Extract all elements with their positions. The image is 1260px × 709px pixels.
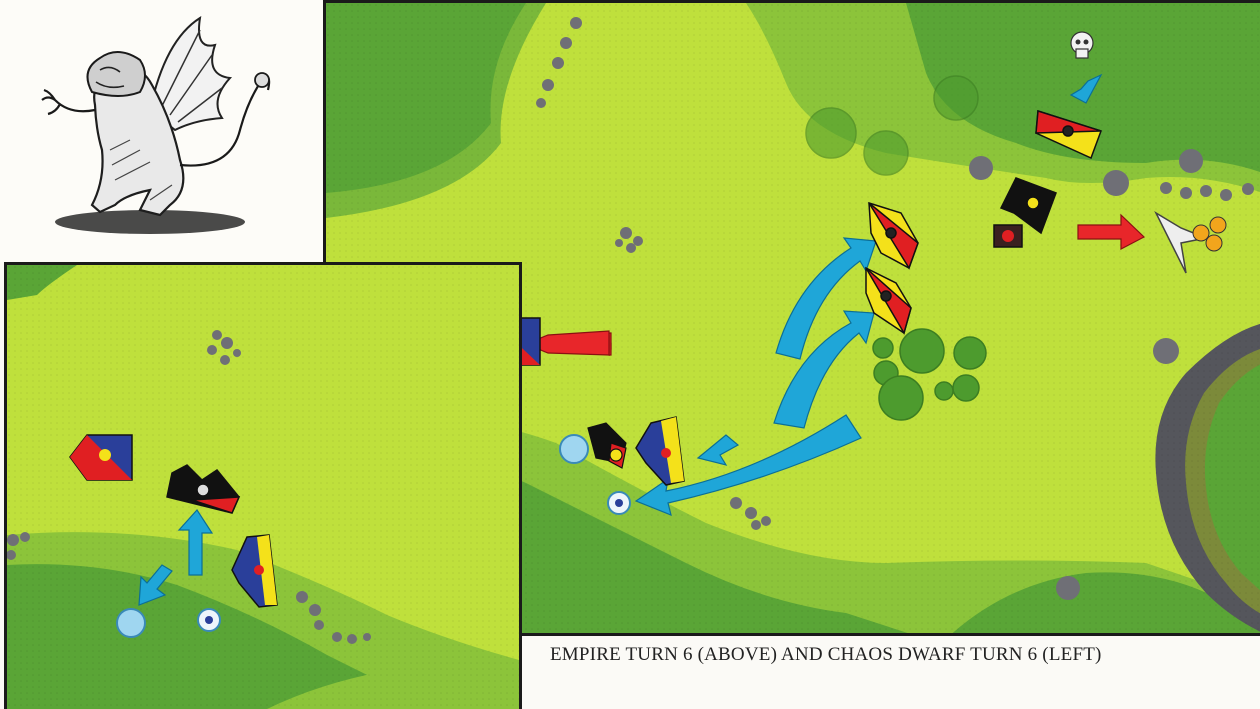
inset-map-terrain [7, 265, 519, 709]
winged-lion-griffon-icon [0, 0, 323, 262]
caption-area: EMPIRE TURN 6 (ABOVE) AND CHAOS DWARF TU… [522, 636, 1260, 709]
wizard-icon [117, 609, 145, 637]
wizard-icon [560, 435, 588, 463]
map-caption: EMPIRE TURN 6 (ABOVE) AND CHAOS DWARF TU… [550, 644, 1102, 666]
illustration-panel [0, 0, 323, 262]
war-machine-icon [994, 225, 1022, 247]
inset-battle-map [4, 262, 522, 709]
